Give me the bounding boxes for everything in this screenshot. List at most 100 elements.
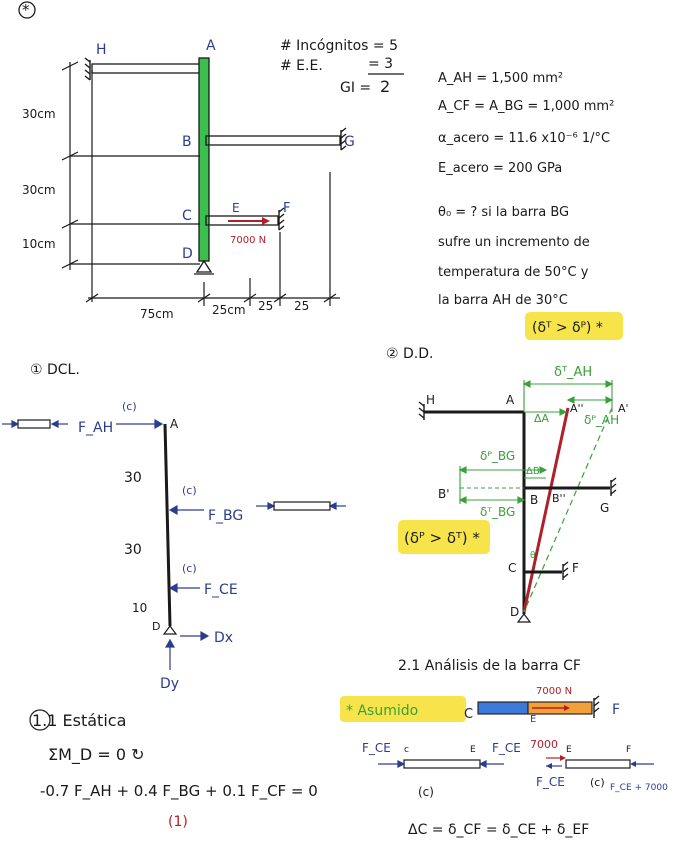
cf-tag-c2: (c) bbox=[590, 776, 605, 789]
prop-area-cf: A_CF = A_BG = 1,000 mm² bbox=[438, 99, 614, 114]
wall-h-icon bbox=[84, 57, 91, 81]
cf-assumed-highlight bbox=[340, 696, 466, 722]
dcl-bar-ah bbox=[17, 419, 51, 429]
dd-theta: θ bbox=[530, 551, 536, 561]
dd-dashed-line bbox=[523, 407, 613, 613]
cf-free-bar-ce bbox=[403, 759, 481, 769]
dd-delta-b: ΔB bbox=[526, 466, 540, 477]
cf-label-c: c bbox=[404, 745, 409, 755]
bar-bg bbox=[205, 135, 341, 146]
question-line-4: la barra AH de 30°C bbox=[438, 293, 568, 308]
wall-f-icon bbox=[562, 561, 569, 580]
bar-ah bbox=[91, 63, 205, 74]
dcl-dim-3: 10 bbox=[132, 601, 147, 615]
dcl-tag-c1: (c) bbox=[122, 400, 137, 413]
dim-bottom-3: 25 bbox=[258, 299, 273, 313]
dd-top-dimensions bbox=[522, 380, 614, 416]
dim-bottom-2: 25cm bbox=[212, 303, 246, 317]
load-arrow-icon bbox=[532, 705, 570, 711]
dcl-f-bg: F_BG bbox=[208, 508, 243, 524]
dcl-f-ce: F_CE bbox=[204, 582, 238, 598]
dd-point-c: C bbox=[508, 561, 516, 575]
gi-label: GI = bbox=[340, 80, 371, 96]
question-highlight bbox=[525, 312, 623, 340]
cf-label-e2: E bbox=[566, 745, 572, 755]
cf-title: 2.1 Análisis de la barra CF bbox=[398, 658, 581, 674]
prop-alpha: α_acero = 11.6 x10⁻⁶ 1/°C bbox=[438, 131, 610, 146]
question-note: (δᵀ > δᴾ) * bbox=[532, 320, 603, 336]
statics-circle bbox=[29, 709, 51, 731]
cf-f-ce: F_CE bbox=[362, 741, 391, 755]
cf-label-f: F bbox=[626, 745, 631, 755]
cf-point-e: E bbox=[530, 714, 536, 725]
dim-left-2: 30cm bbox=[22, 183, 56, 197]
load-label: 7000 N bbox=[230, 235, 266, 246]
dd-point-b1: B' bbox=[438, 487, 450, 501]
dim-left-1: 30cm bbox=[22, 107, 56, 121]
dd-delta-p-ah: δᴾ_AH bbox=[584, 413, 619, 427]
dd-point-b: B bbox=[530, 493, 538, 507]
dd-note: (δᴾ > δᵀ) * bbox=[404, 529, 480, 547]
ee-value: = 3 bbox=[368, 56, 393, 72]
bar-cf bbox=[205, 215, 279, 226]
arrow-icon bbox=[378, 760, 504, 768]
wall-h-icon bbox=[418, 401, 425, 420]
dd-section: ② D.D. H A A'' A' δᵀ_AH δᴾ_AH ΔA bbox=[386, 346, 629, 623]
dcl-member bbox=[163, 423, 172, 627]
ee-label: # E.E. bbox=[280, 58, 323, 74]
wall-f-icon bbox=[593, 695, 600, 718]
dcl-dx: Dx bbox=[214, 630, 233, 646]
pin-support-icon bbox=[162, 625, 178, 635]
statics-title: 1.1 Estática bbox=[32, 711, 126, 730]
dcl-section: ① DCL. F_AH (c) A D 30 30 10 (c) F_BG (c… bbox=[2, 362, 346, 692]
dim-bottom-4: 25 bbox=[294, 299, 309, 313]
point-f-label: F bbox=[283, 201, 290, 216]
dcl-title: ① DCL. bbox=[30, 362, 80, 378]
dd-point-a: A bbox=[506, 393, 515, 407]
cf-load2: 7000 bbox=[530, 738, 558, 751]
dcl-tag-c2: (c) bbox=[182, 484, 197, 497]
dcl-point-a: A bbox=[170, 417, 179, 431]
wall-g-icon bbox=[340, 127, 347, 151]
statics-section: 1.1 Estática ΣM_D = 0 ↻ -0.7 F_AH + 0.4 … bbox=[29, 709, 318, 830]
prop-area-ah: A_AH = 1,500 mm² bbox=[438, 71, 563, 86]
cf-point-f: F bbox=[612, 702, 620, 718]
question-line-2: sufre un incremento de bbox=[438, 235, 590, 250]
cf-f-ce-plus: F_CE + 7000 bbox=[610, 783, 668, 793]
gi-value: 2 bbox=[380, 77, 390, 96]
arrow-icon bbox=[546, 755, 654, 769]
dd-point-a1: A' bbox=[618, 402, 629, 415]
dd-point-d: D bbox=[510, 605, 519, 619]
problem-marker: * bbox=[22, 1, 30, 19]
point-a-label: A bbox=[206, 38, 216, 54]
dd-rotated-member bbox=[522, 407, 570, 613]
cf-f-ce2: F_CE bbox=[492, 741, 521, 755]
point-g-label: G bbox=[344, 134, 355, 150]
statics-moment: ΣM_D = 0 ↻ bbox=[48, 745, 144, 765]
dcl-point-d: D bbox=[152, 620, 160, 633]
point-c-label: C bbox=[182, 208, 192, 224]
rigid-member-ad bbox=[198, 57, 210, 262]
dim-left-3: 10cm bbox=[22, 237, 56, 251]
load-arrow-icon bbox=[228, 217, 270, 225]
left-dimension bbox=[61, 61, 200, 270]
dd-delta-p-bg: δᴾ_BG bbox=[480, 449, 515, 463]
dd-point-f: F bbox=[572, 561, 579, 575]
problem-marker-circle bbox=[18, 1, 36, 19]
question-line-3: temperatura de 50°C y bbox=[438, 265, 589, 280]
prop-modulus: E_acero = 200 GPa bbox=[438, 161, 562, 176]
cf-load: 7000 N bbox=[536, 686, 572, 697]
cf-label-e: E bbox=[470, 745, 476, 755]
dcl-dy: Dy bbox=[160, 676, 179, 692]
wall-g-icon bbox=[610, 477, 617, 496]
point-h-label: H bbox=[96, 42, 107, 58]
dd-delta-t-bg: δᵀ_BG bbox=[480, 505, 515, 519]
cf-tag-c: (c) bbox=[418, 785, 434, 799]
question-line-1: θ₀ = ? si la barra BG bbox=[438, 205, 569, 220]
unknowns-count: # Incógnitos = 5 bbox=[280, 38, 398, 54]
cf-compatibility: ΔC = δ_CF = δ_CE + δ_EF bbox=[408, 822, 589, 838]
dd-delta-t-ah: δᵀ_AH bbox=[554, 365, 592, 380]
dcl-dim-1: 30 bbox=[124, 470, 142, 486]
properties-block: A_AH = 1,500 mm² A_CF = A_BG = 1,000 mm²… bbox=[438, 71, 623, 340]
